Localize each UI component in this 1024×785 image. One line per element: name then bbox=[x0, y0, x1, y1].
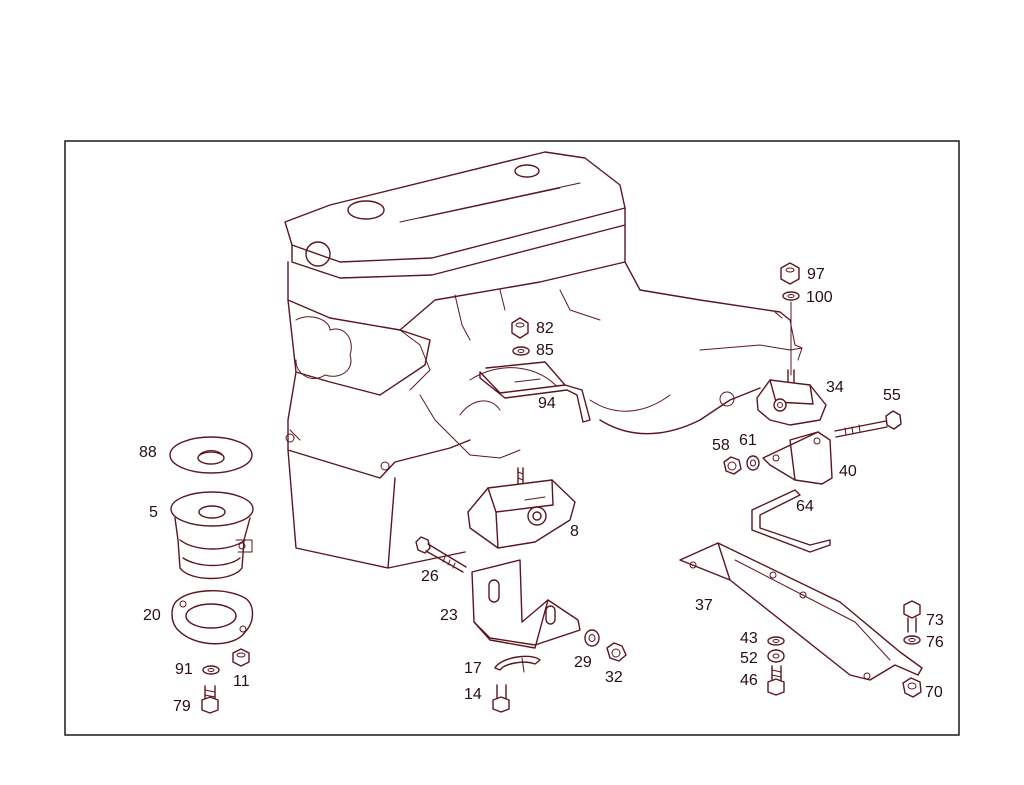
part-23-bracket bbox=[471, 559, 581, 649]
callout-8: 8 bbox=[570, 523, 579, 540]
callout-46: 46 bbox=[740, 672, 758, 689]
part-20-flange bbox=[171, 590, 254, 645]
callout-100: 100 bbox=[806, 289, 833, 306]
part-5-mount bbox=[170, 491, 254, 580]
part-64-bracket bbox=[751, 489, 831, 553]
part-94-bracket bbox=[479, 361, 591, 423]
callout-5: 5 bbox=[149, 504, 158, 521]
part-97-nut bbox=[780, 262, 800, 285]
part-17-clip bbox=[494, 655, 541, 673]
callout-82: 82 bbox=[536, 320, 554, 337]
part-43-washer bbox=[767, 636, 785, 646]
part-76-washer bbox=[903, 635, 921, 645]
callout-55: 55 bbox=[883, 387, 901, 404]
part-70-nut bbox=[902, 677, 922, 698]
engine-block bbox=[284, 151, 803, 569]
diagram-frame bbox=[64, 140, 960, 736]
part-85-washer bbox=[512, 346, 530, 356]
part-100-washer bbox=[782, 291, 800, 301]
part-26-bolt bbox=[415, 536, 467, 573]
callout-58: 58 bbox=[712, 437, 730, 454]
part-88-disc bbox=[169, 436, 253, 474]
callout-64: 64 bbox=[796, 498, 814, 515]
part-40-bracket bbox=[762, 431, 833, 485]
part-32-nut bbox=[606, 642, 627, 662]
part-29-washer bbox=[584, 629, 600, 647]
part-91-washer bbox=[202, 665, 220, 675]
callout-29: 29 bbox=[574, 654, 592, 671]
callout-37: 37 bbox=[695, 597, 713, 614]
callout-85: 85 bbox=[536, 342, 554, 359]
callout-40: 40 bbox=[839, 463, 857, 480]
part-73-bolt bbox=[903, 600, 921, 633]
part-61-washer bbox=[746, 455, 760, 471]
part-82-nut bbox=[511, 317, 529, 339]
callout-61: 61 bbox=[739, 432, 757, 449]
part-37-crossmember bbox=[679, 542, 923, 681]
callout-73: 73 bbox=[926, 612, 944, 629]
part-14-bolt bbox=[492, 684, 510, 713]
callout-17: 17 bbox=[464, 660, 482, 677]
callout-14: 14 bbox=[464, 686, 482, 703]
callout-52: 52 bbox=[740, 650, 758, 667]
callout-34: 34 bbox=[826, 379, 844, 396]
callout-20: 20 bbox=[143, 607, 161, 624]
part-55-bolt bbox=[834, 410, 902, 438]
part-79-bolt bbox=[201, 685, 219, 714]
callout-32: 32 bbox=[605, 669, 623, 686]
part-52-washer bbox=[767, 649, 785, 663]
part-34-mount bbox=[756, 369, 827, 426]
callout-43: 43 bbox=[740, 630, 758, 647]
part-46-bolt bbox=[767, 665, 785, 696]
callout-97: 97 bbox=[807, 266, 825, 283]
callout-94: 94 bbox=[538, 395, 556, 412]
callout-11: 11 bbox=[233, 673, 250, 690]
part-11-nut bbox=[232, 648, 250, 667]
callout-91: 91 bbox=[175, 661, 193, 678]
callout-76: 76 bbox=[926, 634, 944, 651]
callout-88: 88 bbox=[139, 444, 157, 461]
part-58-nut bbox=[723, 456, 742, 475]
callout-labels: 88 5 20 91 11 79 82 85 94 8 26 23 17 14 … bbox=[139, 266, 944, 715]
callout-23: 23 bbox=[440, 607, 458, 624]
callout-79: 79 bbox=[173, 698, 191, 715]
part-8-mount bbox=[467, 479, 576, 549]
callout-70: 70 bbox=[925, 684, 943, 701]
callout-26: 26 bbox=[421, 568, 439, 585]
